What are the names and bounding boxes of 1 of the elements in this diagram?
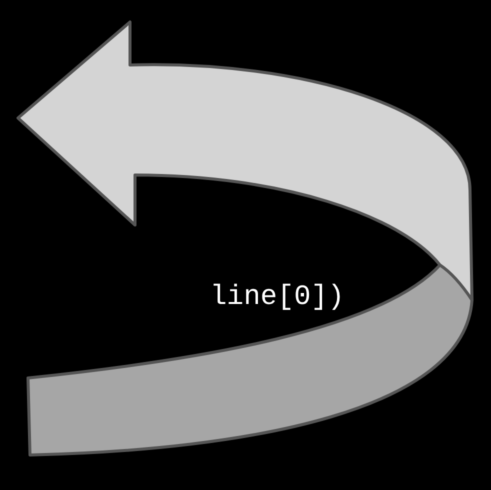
code-text: line[0]) — [210, 282, 344, 314]
